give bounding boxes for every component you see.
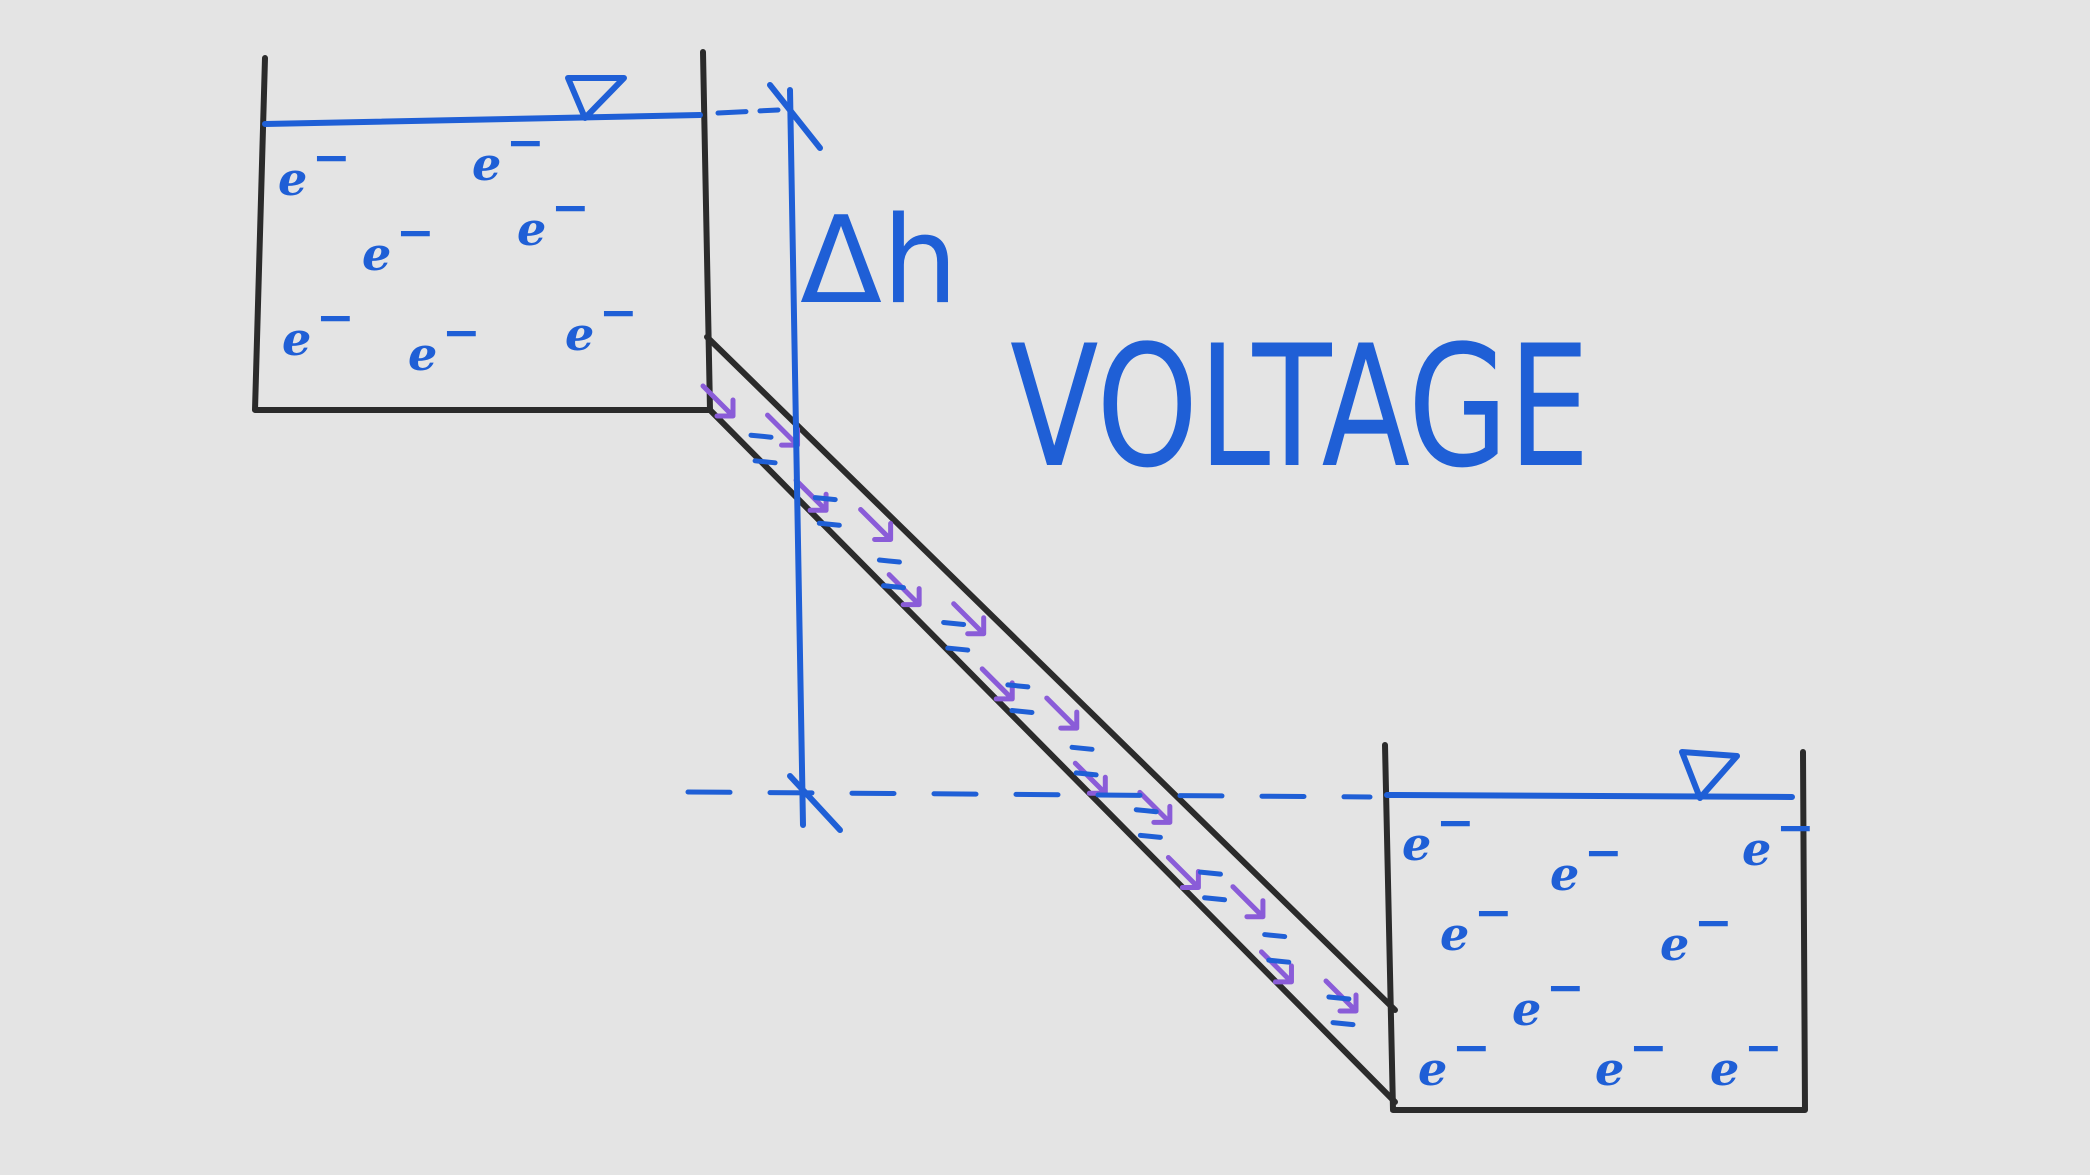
bottom-reference-dash-line <box>685 789 1373 800</box>
electron-label: e <box>408 327 437 381</box>
pipe-electron-dashes <box>748 432 1356 1028</box>
electron-charge-superscript: − <box>396 205 435 259</box>
electron-dash <box>1262 932 1288 940</box>
electron-label: e <box>362 227 391 281</box>
electron-label: e <box>282 312 311 366</box>
electron-dash <box>1133 807 1159 815</box>
electron-dash <box>752 458 778 466</box>
upper-tank-electrons: e−e−e−e−e−e−e− <box>278 115 638 381</box>
water-level-triangle-icon <box>565 75 627 121</box>
pipe-upper-wall <box>704 334 1398 1013</box>
electron-dash <box>1137 832 1163 840</box>
electron-dash <box>1266 957 1292 965</box>
upper-tank <box>252 49 713 413</box>
upper-water-surface <box>262 112 703 127</box>
electron-charge-superscript: − <box>1629 1020 1668 1074</box>
electron-dash <box>941 619 967 627</box>
electron-charge-superscript: − <box>1776 800 1815 854</box>
electron-dash <box>1005 682 1031 690</box>
electron-charge-superscript: − <box>312 130 351 184</box>
electron-charge-superscript: − <box>1436 795 1475 849</box>
electron-dash <box>1073 770 1099 778</box>
flow-arrow-icon <box>793 477 829 513</box>
height-difference-indicator <box>685 82 1373 833</box>
electron-label: e <box>1595 1042 1624 1096</box>
flow-arrow-icon <box>1230 884 1266 920</box>
electron-charge-superscript: − <box>599 285 638 339</box>
electron-dash <box>1009 707 1035 715</box>
flow-arrow-icon <box>858 506 894 542</box>
electron-label: e <box>1550 847 1579 901</box>
electron-label: e <box>1512 982 1541 1036</box>
electron-label: e <box>565 307 594 361</box>
delta-h-label: Δh <box>800 192 958 331</box>
electron-charge-superscript: − <box>551 180 590 234</box>
electron-dash <box>945 645 971 653</box>
electron-dash <box>816 520 842 528</box>
electron-dash <box>1326 994 1352 1002</box>
electron-charge-superscript: − <box>1694 895 1733 949</box>
electron-charge-superscript: − <box>442 305 481 359</box>
flow-arrow-icon <box>1072 760 1108 796</box>
bottom-tick-mark <box>787 773 843 833</box>
electron-label: e <box>472 137 501 191</box>
electron-dash <box>1330 1020 1356 1028</box>
electron-dash <box>1202 895 1228 903</box>
flow-arrow-icon <box>1165 855 1201 891</box>
pipe-lower-wall <box>707 407 1398 1105</box>
electron-charge-superscript: − <box>1452 1020 1491 1074</box>
electron-label: e <box>1710 1042 1739 1096</box>
voltage-label: VOLTAGE <box>1010 309 1590 505</box>
flow-arrow-icon <box>1258 949 1294 985</box>
electron-charge-superscript: − <box>1474 885 1513 939</box>
top-tick-mark <box>767 82 823 151</box>
electron-label: e <box>1402 817 1431 871</box>
electron-charge-superscript: − <box>316 290 355 344</box>
electron-charge-superscript: − <box>506 115 545 169</box>
flow-arrow-icon <box>1137 789 1173 825</box>
electron-charge-superscript: − <box>1546 960 1585 1014</box>
electron-label: e <box>278 152 307 206</box>
upper-tank-walls <box>252 49 713 413</box>
electron-dash <box>1069 744 1095 752</box>
electron-dash <box>1197 869 1223 877</box>
electron-label: e <box>1660 917 1689 971</box>
height-measure-line <box>787 87 806 828</box>
lower-tank-walls <box>1382 742 1808 1113</box>
electron-label: e <box>1742 822 1771 876</box>
lower-water-surface <box>1384 792 1795 800</box>
electron-dash <box>812 495 838 503</box>
electron-label: e <box>1418 1042 1447 1096</box>
electron-dash <box>748 432 774 440</box>
electron-charge-superscript: − <box>1744 1020 1783 1074</box>
electron-label: e <box>1440 907 1469 961</box>
water-level-triangle-icon <box>1679 749 1740 801</box>
lower-tank <box>1382 742 1808 1113</box>
electron-dash <box>881 583 907 591</box>
electron-dash <box>876 557 902 565</box>
electron-label: e <box>517 202 546 256</box>
electron-charge-superscript: − <box>1584 825 1623 879</box>
flow-arrow-icon <box>1323 978 1359 1014</box>
flow-arrow-icon <box>1044 695 1080 731</box>
flow-arrow-icon <box>951 601 987 637</box>
flow-arrow-icon <box>979 666 1015 702</box>
flow-arrow-icon <box>700 383 736 419</box>
top-reference-dash <box>715 107 781 116</box>
lower-tank-electrons: e−e−e−e−e−e−e−e−e− <box>1402 795 1815 1096</box>
